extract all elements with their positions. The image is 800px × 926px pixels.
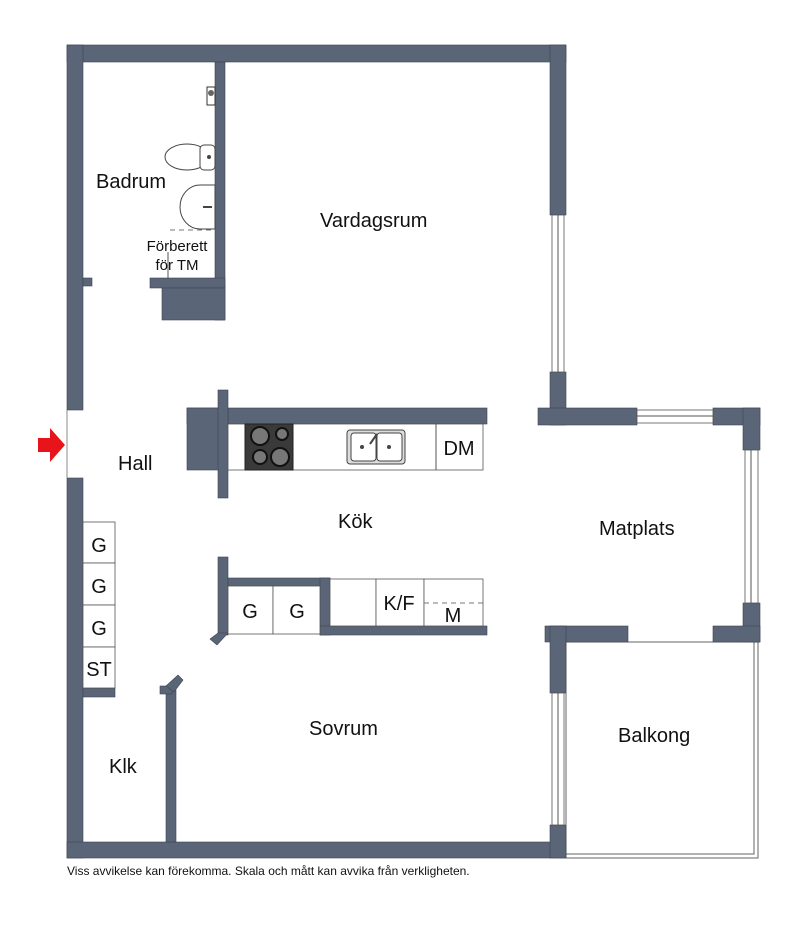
microwave-label: M [445, 605, 462, 627]
cabinet-label: G [242, 601, 258, 623]
wardrobe-label: G [91, 618, 107, 640]
bathroom-fixtures: Förberett för TM [147, 86, 216, 278]
walls [66, 44, 761, 859]
room-label-hall: Hall [118, 453, 152, 475]
cabinet-label: G [289, 601, 305, 623]
kitchen-lower-cabinets: G G K/F M [227, 578, 484, 635]
windows [551, 214, 759, 826]
balcony-outline [565, 641, 759, 859]
room-label-badrum: Badrum [96, 171, 166, 193]
kitchen-counter: DM [227, 423, 484, 471]
dishwasher-label: DM [443, 438, 474, 460]
wardrobe-label: G [91, 576, 107, 598]
room-label-vardagsrum: Vardagsrum [320, 210, 427, 232]
toilet-icon [164, 143, 216, 171]
stove-icon [244, 423, 294, 471]
storage-label: ST [86, 659, 112, 681]
room-label-sovrum: Sovrum [309, 718, 378, 740]
wardrobe-label: G [91, 535, 107, 557]
room-label-matplats: Matplats [599, 518, 675, 540]
tm-label-line2: för TM [155, 257, 198, 274]
room-label-klk: Klk [109, 756, 138, 778]
sink-icon [346, 429, 406, 465]
disclaimer-text: Viss avvikelse kan förekomma. Skala och … [67, 864, 470, 878]
fridge-freezer-label: K/F [383, 593, 414, 615]
room-label-kok: Kök [338, 511, 373, 533]
faucet-icon [206, 86, 216, 106]
sink-icon [179, 184, 216, 230]
tm-label-line1: Förberett [147, 238, 209, 255]
hall-wardrobes: G G G ST [82, 521, 116, 689]
room-label-balkong: Balkong [618, 725, 690, 747]
entrance-arrow-icon [38, 428, 65, 462]
